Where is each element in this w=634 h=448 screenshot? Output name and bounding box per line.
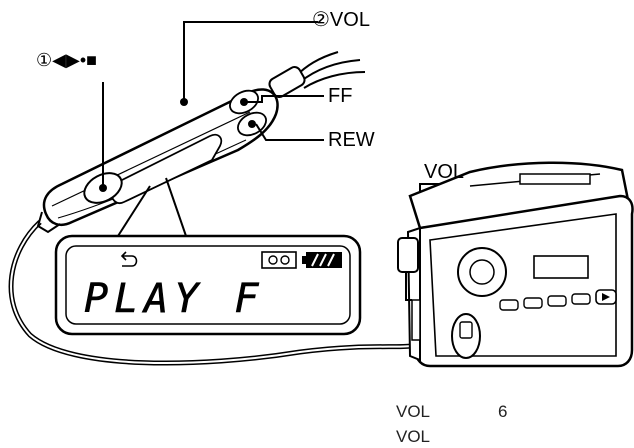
ff-label: FF <box>328 85 353 107</box>
vol-side-label: VOL <box>424 161 465 183</box>
headphone-cables <box>295 51 366 89</box>
zoom-lines <box>117 177 187 237</box>
caption-line1-right: 6 <box>498 402 508 421</box>
caption-line2: VOL <box>396 427 431 446</box>
cassette-icon <box>261 251 297 269</box>
battery-icon <box>302 252 342 268</box>
caption-line1-left: VOL <box>396 402 431 421</box>
rew-label: REW <box>328 129 375 151</box>
headphone-plug <box>268 66 306 98</box>
play-stop-label: ①◀▶•■ <box>36 50 97 70</box>
cassette-player <box>397 161 634 368</box>
vol-top-label: ②VOL <box>312 9 370 31</box>
repeat-icon <box>120 251 138 267</box>
lcd-text: PLAY F <box>84 276 265 322</box>
remote-control <box>36 88 279 234</box>
